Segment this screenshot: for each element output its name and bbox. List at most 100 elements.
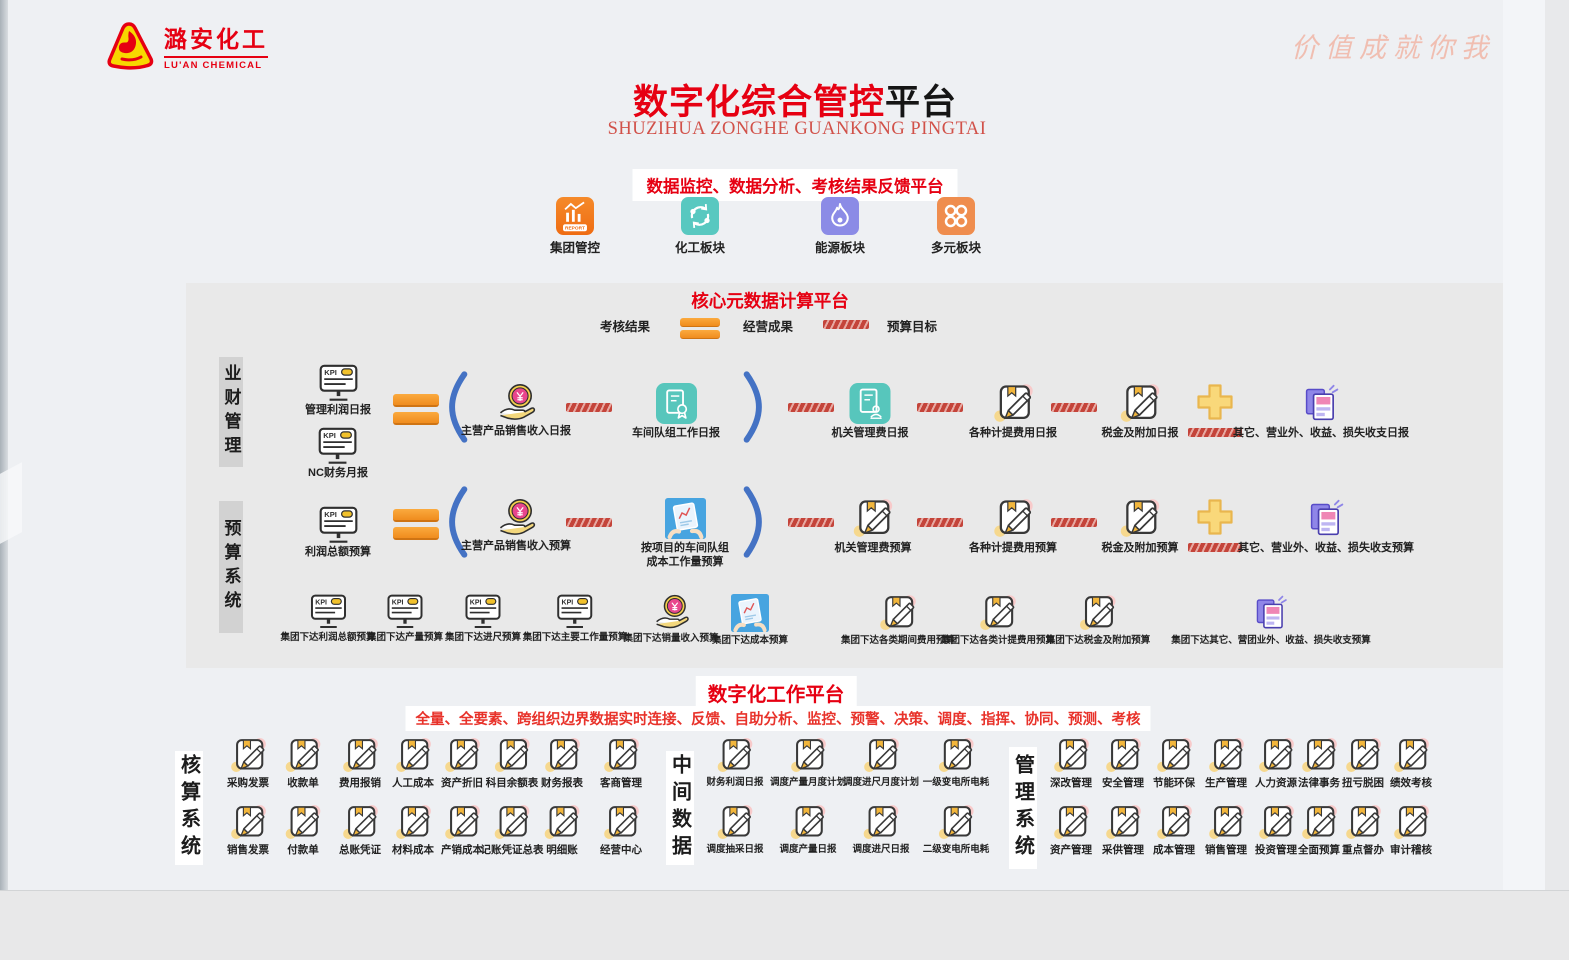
item-label: 成本管理	[1153, 844, 1195, 856]
item-label: 材料成本	[392, 844, 434, 856]
item-label: 财务利润日报	[706, 777, 764, 788]
notebook-icon	[1208, 804, 1245, 841]
notebook-icon	[993, 498, 1034, 539]
kpi-monitor-icon: KPI	[309, 594, 347, 629]
item-label: 人力资源	[1255, 777, 1297, 789]
flow-item: 集团下达税金及附加预算	[1046, 594, 1150, 647]
item-label: 调度进尺日报	[852, 844, 910, 855]
notebook-icon	[1105, 804, 1142, 841]
notebook-icon	[285, 804, 322, 841]
flow-item: 投资管理	[1255, 804, 1297, 857]
flow-item: 一级变电所电耗	[923, 737, 989, 789]
item-label: 采购发票	[227, 777, 269, 789]
doc-award-icon	[655, 383, 697, 424]
notebook-icon	[937, 804, 974, 841]
flow-item: 明细账	[544, 804, 581, 857]
flow-item: 其它、营业外、收益、损失收支预算	[1238, 498, 1414, 556]
item-label: 多元板块	[930, 241, 982, 255]
flow-item: 全面预算	[1298, 804, 1340, 857]
legend-label: 经营成果	[742, 320, 794, 334]
flow-item: 客商管理	[600, 737, 642, 790]
flow-item: 其它、营业外、收益、损失收支日报	[1233, 383, 1409, 441]
svg-text:KPI: KPI	[324, 368, 337, 377]
item-label: 机关管理费日报	[831, 427, 909, 439]
flow-item: 各种计提费用预算	[969, 498, 1057, 556]
flow-item: 税金及附加预算	[1102, 498, 1179, 556]
notebook-icon	[444, 737, 481, 774]
item-label: 成本工作量预算	[646, 555, 724, 568]
flow-item: 按项目的车间队组成本工作量预算	[641, 498, 729, 570]
flow-item: 集团下达销量收入预算	[623, 594, 719, 645]
sync-icon	[680, 197, 719, 235]
plus-icon	[1188, 495, 1242, 552]
flow-item: 记账凭证总表	[481, 804, 544, 857]
notebook-icon	[716, 737, 753, 774]
flow-item: 集团下达各类期间费用预算	[841, 594, 955, 647]
notebook-icon	[342, 804, 379, 841]
page-subtitle-pinyin: SHUZIHUA ZONGHE GUANKONG PINGTAI	[607, 119, 987, 139]
page-title: 数字化综合管控平台	[633, 74, 957, 125]
notebook-icon	[862, 737, 899, 774]
coin-hand-icon	[496, 498, 537, 537]
hatch-line-icon	[1188, 428, 1242, 437]
item-label: 主营产品销售收入日报	[461, 425, 571, 438]
notebook-icon	[342, 737, 379, 774]
notebook-icon	[1301, 804, 1338, 841]
item-label: 审计稽核	[1390, 844, 1432, 856]
item-label: 主营产品销售收入预算	[461, 540, 571, 553]
notebook-icon	[716, 804, 753, 841]
flow-item: 费用报销	[339, 737, 381, 790]
notebook-icon	[979, 594, 1017, 632]
item-label: 资产管理	[1050, 844, 1092, 856]
hatch-line-icon	[566, 403, 612, 412]
left-edge-decor	[0, 0, 8, 890]
notebook-icon	[444, 804, 481, 841]
flow-item: 重点督办	[1342, 804, 1384, 857]
notebook-icon	[1393, 804, 1430, 841]
item-label: 总账凭证	[339, 844, 381, 856]
item-label: 销售发票	[227, 844, 269, 856]
item-label: NC财务月报	[308, 467, 368, 480]
item-label: 机关管理费预算	[834, 542, 912, 554]
notebook-icon	[1156, 804, 1193, 841]
brand-name: 潞安化工	[164, 20, 268, 58]
equals-icon	[393, 394, 439, 425]
flow-item: 材料成本	[392, 804, 434, 857]
paren-close-icon	[743, 368, 763, 446]
notebook-icon	[853, 498, 894, 539]
item-label: 科目余额表	[485, 777, 539, 789]
hatch-line-icon	[566, 518, 612, 527]
item-label: 调度产量日报	[779, 844, 837, 855]
item-label: 费用报销	[339, 777, 381, 789]
svg-text:KPI: KPI	[324, 510, 337, 519]
flame-icon	[820, 197, 859, 235]
legend-label: 预算目标	[886, 320, 938, 334]
flow-item: 调度进尺月度计划	[843, 737, 919, 789]
flow-item: 审计稽核	[1390, 804, 1432, 857]
flow-item: 资产管理	[1050, 804, 1092, 857]
notebook-icon	[544, 804, 581, 841]
notebook-icon	[395, 737, 432, 774]
notebook-icon	[544, 737, 581, 774]
flow-item: 调度产量日报	[779, 804, 837, 856]
flow-item: 二级变电所电耗	[923, 804, 989, 856]
notebook-icon	[1079, 594, 1117, 632]
notebook-icon	[993, 383, 1034, 424]
flow-item: 人工成本	[392, 737, 434, 790]
svg-text:KPI: KPI	[562, 599, 574, 606]
item-label: 付款单	[287, 844, 319, 856]
docs-stack-icon	[1301, 383, 1342, 424]
item-label: 绩效考核	[1390, 777, 1432, 789]
side-label-management-system: 管理系统	[1009, 747, 1037, 869]
item-label: 税金及附加日报	[1101, 427, 1179, 439]
item-label: 化工板块	[674, 241, 726, 255]
flow-item: 采供管理	[1102, 804, 1144, 857]
flow-item: 集团下达其它、营团业外、收益、损失收支预算	[1171, 594, 1371, 647]
work-platform-subtitle: 全量、全要素、跨组织边界数据实时连接、反馈、自助分析、监控、预警、决策、调度、指…	[405, 706, 1151, 731]
item-label: 集团下达各类计提费用预算	[940, 635, 1056, 646]
